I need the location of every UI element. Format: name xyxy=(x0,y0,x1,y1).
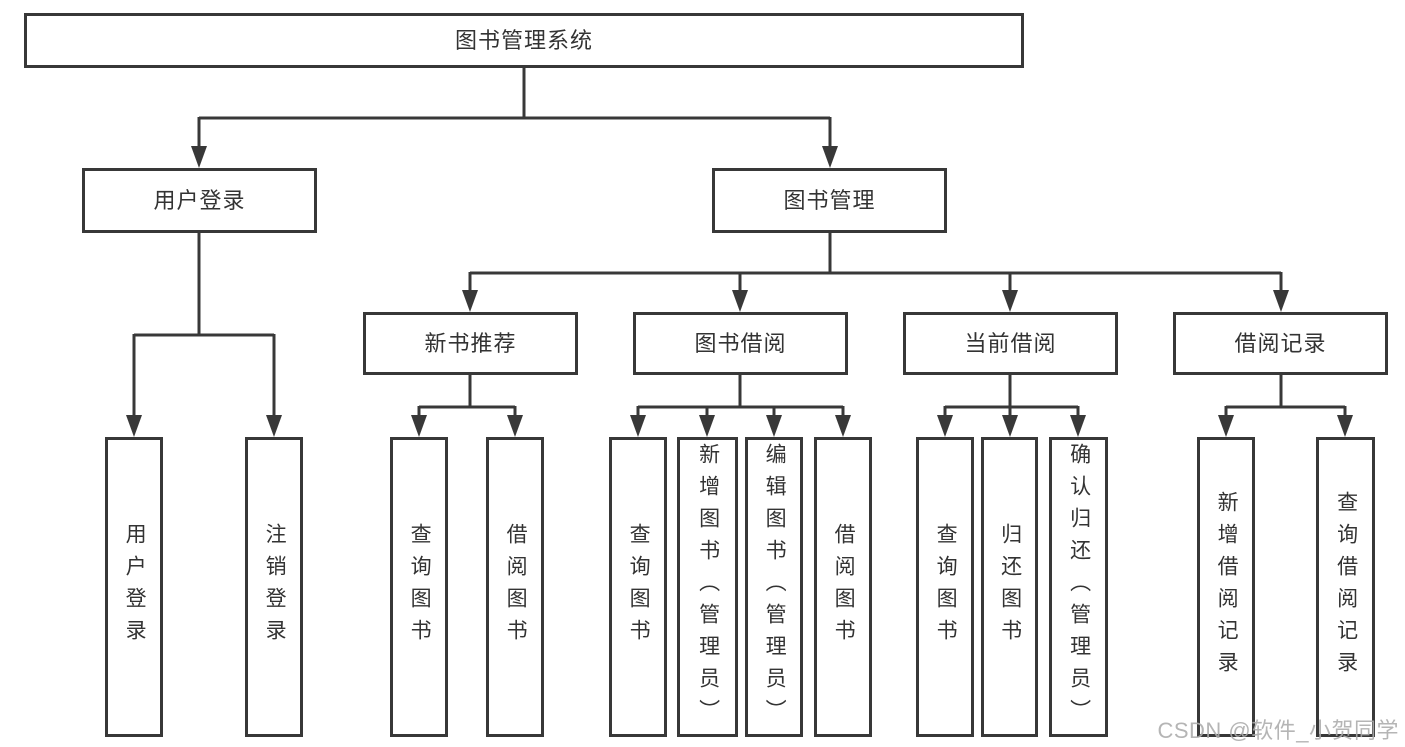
leaf-confirm-return-admin: 确认归还（管理员） xyxy=(1049,437,1108,737)
leaf-query-books-current: 查询图书 xyxy=(916,437,974,737)
arrowhead-icon xyxy=(835,415,851,437)
leaf-logout-label: 注销登录 xyxy=(263,523,287,651)
leaf-query-books-borrow-label: 查询图书 xyxy=(627,523,651,651)
arrowhead-icon xyxy=(699,415,715,437)
leaf-borrow-books: 借阅图书 xyxy=(814,437,872,737)
leaf-query-books-recommend: 查询图书 xyxy=(390,437,448,737)
arrowhead-icon xyxy=(126,415,142,437)
leaf-confirm-return-admin-label: 确认归还（管理员） xyxy=(1067,443,1091,731)
node-user-login-label: 用户登录 xyxy=(153,187,246,213)
arrowhead-icon xyxy=(1337,415,1353,437)
arrowhead-icon xyxy=(822,146,838,168)
node-borrowing-records-label: 借阅记录 xyxy=(1234,330,1327,356)
leaf-query-books-recommend-label: 查询图书 xyxy=(408,523,432,651)
arrowhead-icon xyxy=(266,415,282,437)
arrowhead-icon xyxy=(630,415,646,437)
node-user-login: 用户登录 xyxy=(82,168,317,233)
leaf-return-books-label: 归还图书 xyxy=(998,523,1022,651)
leaf-borrow-books-recommend: 借阅图书 xyxy=(486,437,544,737)
leaf-query-borrow-record-label: 查询借阅记录 xyxy=(1334,491,1358,683)
node-current-borrowing: 当前借阅 xyxy=(903,312,1118,375)
leaf-edit-book-admin-label: 编辑图书（管理员） xyxy=(763,443,787,731)
node-new-book-recommendation: 新书推荐 xyxy=(363,312,578,375)
node-book-borrowing: 图书借阅 xyxy=(633,312,848,375)
leaf-return-books: 归还图书 xyxy=(981,437,1038,737)
arrowhead-icon xyxy=(1002,290,1018,312)
arrowhead-icon xyxy=(462,290,478,312)
arrowhead-icon xyxy=(1218,415,1234,437)
leaf-edit-book-admin: 编辑图书（管理员） xyxy=(745,437,803,737)
leaf-query-books-current-label: 查询图书 xyxy=(934,523,958,651)
node-book-borrowing-label: 图书借阅 xyxy=(694,330,787,356)
arrowhead-icon xyxy=(937,415,953,437)
node-borrowing-records: 借阅记录 xyxy=(1173,312,1388,375)
arrowhead-icon xyxy=(1273,290,1289,312)
node-current-borrowing-label: 当前借阅 xyxy=(964,330,1057,356)
leaf-add-book-admin: 新增图书（管理员） xyxy=(677,437,738,737)
node-root-label: 图书管理系统 xyxy=(454,27,593,53)
leaf-borrow-books-label: 借阅图书 xyxy=(832,523,856,651)
leaf-borrow-books-recommend-label: 借阅图书 xyxy=(504,523,528,651)
leaf-add-borrow-record: 新增借阅记录 xyxy=(1197,437,1255,737)
arrowhead-icon xyxy=(507,415,523,437)
node-book-management: 图书管理 xyxy=(712,168,947,233)
node-book-management-label: 图书管理 xyxy=(783,187,876,213)
leaf-logout: 注销登录 xyxy=(245,437,303,737)
arrowhead-icon xyxy=(1002,415,1018,437)
leaf-user-login-label: 用户登录 xyxy=(123,523,147,651)
leaf-user-login: 用户登录 xyxy=(105,437,163,737)
arrowhead-icon xyxy=(766,415,782,437)
leaf-add-borrow-record-label: 新增借阅记录 xyxy=(1215,491,1239,683)
arrowhead-icon xyxy=(732,290,748,312)
arrowhead-icon xyxy=(1070,415,1086,437)
node-new-book-recommendation-label: 新书推荐 xyxy=(424,330,517,356)
arrowhead-icon xyxy=(191,146,207,168)
node-root: 图书管理系统 xyxy=(24,13,1024,68)
leaf-add-book-admin-label: 新增图书（管理员） xyxy=(696,443,720,731)
watermark: CSDN @软件_小贺同学 xyxy=(1157,718,1399,743)
leaf-query-borrow-record: 查询借阅记录 xyxy=(1316,437,1375,737)
leaf-query-books-borrow: 查询图书 xyxy=(609,437,667,737)
arrowhead-icon xyxy=(411,415,427,437)
